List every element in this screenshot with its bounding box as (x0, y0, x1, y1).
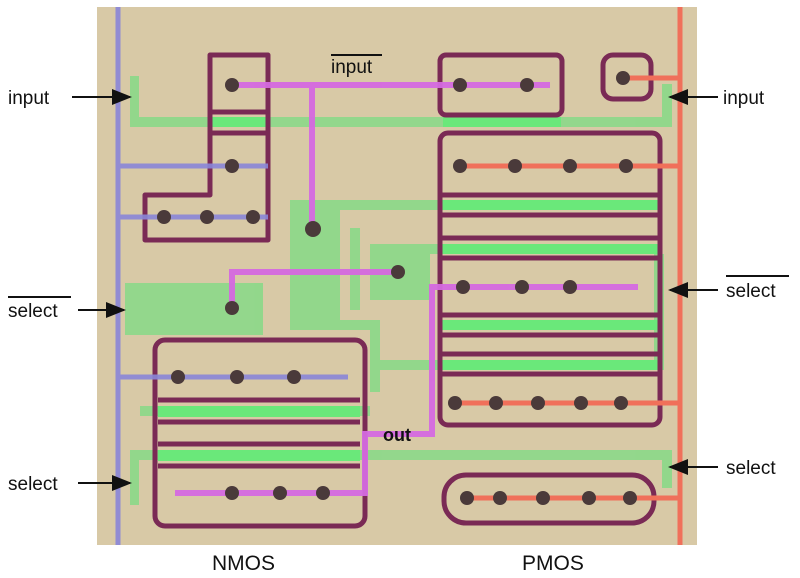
label-input-right: input (723, 88, 765, 109)
transistor-gates (158, 117, 660, 461)
label-input-bar-top: input (331, 57, 373, 78)
label-select-bar-left: select (8, 301, 58, 322)
label-pmos: PMOS (522, 552, 584, 575)
label-out: out (383, 425, 411, 445)
label-select-right: select (726, 458, 776, 479)
label-nmos: NMOS (212, 552, 275, 575)
annotation-arrows (72, 89, 718, 491)
contacts (157, 71, 637, 505)
label-select-bar-right: select (726, 281, 776, 302)
label-input-left: input (8, 88, 50, 109)
label-select-left: select (8, 474, 58, 495)
